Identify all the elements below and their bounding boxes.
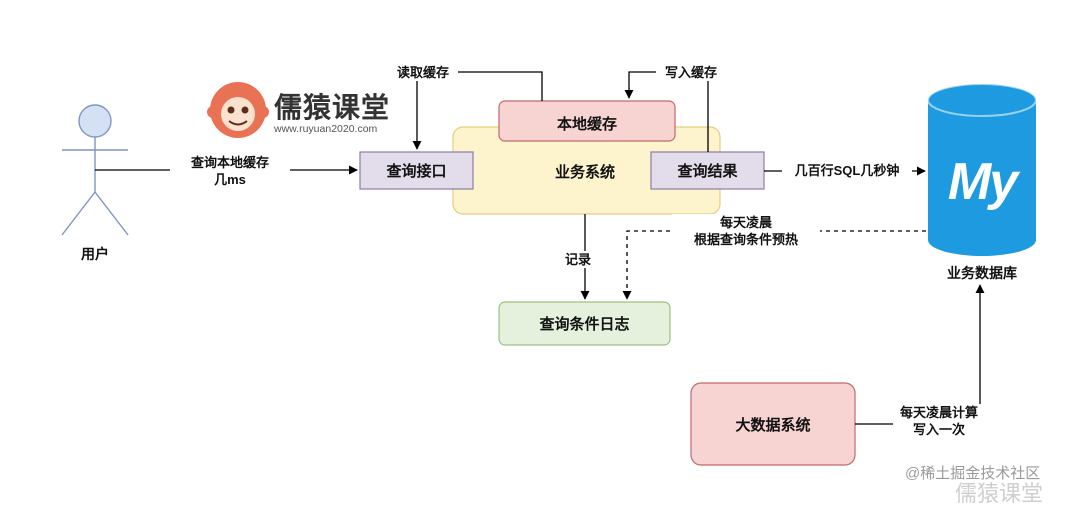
bigdata-system-label: 大数据系统 (735, 416, 811, 434)
logo-url: www.ruyuan2020.com (274, 123, 378, 135)
watermark-ruyuan: 儒猿课堂 (955, 481, 1044, 506)
edge-label-line1: 每天凌晨 (719, 215, 772, 230)
query-interface-box (359, 151, 474, 190)
logo-name: 儒猿课堂 (274, 92, 391, 123)
edge-label-read-cache: 读取缓存 (388, 64, 458, 81)
edge-label-user-to-interface: 查询本地缓存 几ms (170, 154, 290, 188)
edge-label-write-cache: 写入缓存 (656, 64, 726, 81)
edge-label-bigdata-to-db: 每天凌晨计算 写入一次 (893, 404, 985, 438)
local-cache-label: 本地缓存 (556, 115, 617, 133)
edge-label-prewarm: 每天凌晨 根据查询条件预热 (672, 214, 820, 248)
edge-label-line2: 几ms (214, 172, 246, 187)
edge-label-line1: 每天凌晨计算 (899, 405, 978, 420)
stick-figure-icon (61, 104, 129, 236)
mysql-cylinder-icon (927, 83, 1037, 256)
monkey-logo-icon (207, 82, 269, 138)
query-interface-label: 查询接口 (386, 163, 447, 180)
edge-label-record: 记录 (560, 251, 596, 268)
edge-read-cache (412, 71, 543, 150)
database-label: 业务数据库 (947, 265, 1017, 281)
watermark-juejin: @稀土掘金技术社区 (905, 465, 1041, 482)
edge-label-line2: 写入一次 (912, 422, 965, 437)
actor-label: 用户 (81, 246, 109, 262)
edge-prewarm (622, 230, 926, 300)
query-log-box (498, 301, 671, 346)
edge-label-result-to-db: 几百行SQL几秒钟 (782, 162, 912, 179)
edge-label-line1: 查询本地缓存 (190, 155, 269, 170)
database-logo-text: My (947, 153, 1018, 211)
query-result-label: 查询结果 (677, 163, 738, 180)
business-system-label: 业务系统 (554, 163, 615, 181)
local-cache-box (498, 100, 676, 142)
edge-label-line2: 根据查询条件预热 (693, 232, 798, 247)
query-log-label: 查询条件日志 (539, 316, 630, 333)
